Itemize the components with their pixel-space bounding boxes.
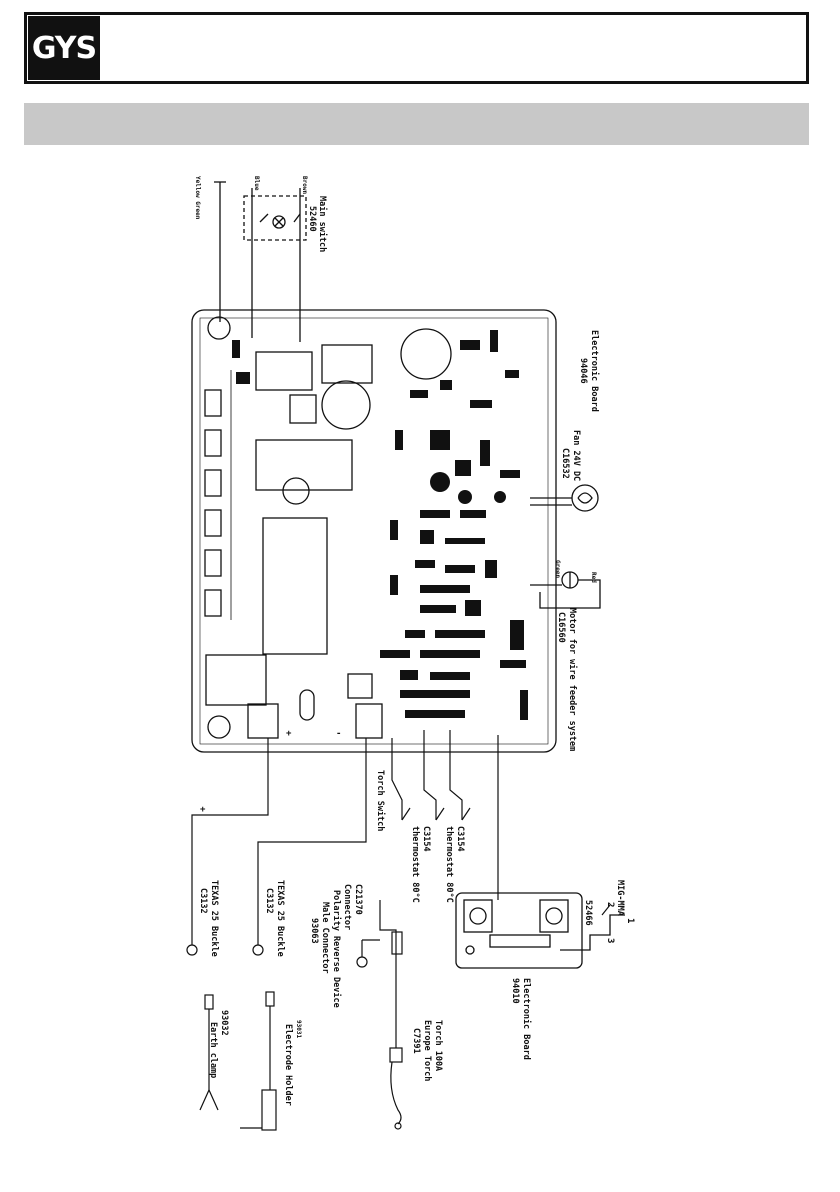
header-box	[24, 12, 809, 84]
fan-icon	[530, 484, 599, 512]
transformer	[262, 517, 328, 655]
label-fan: Fan 24V DC	[571, 430, 581, 481]
label-board2: Electronic Board	[521, 978, 532, 1060]
label-minus-board: -	[336, 729, 341, 739]
label-migmma-ref: 52466	[583, 900, 593, 926]
electrode-holder-icon	[240, 991, 277, 1131]
label-connector: Connector	[342, 884, 352, 930]
label-connector-ref: C21370	[353, 884, 363, 915]
label-thermo1-ref: C3154	[421, 826, 431, 852]
label-electronic-board-ref: 94046	[578, 358, 588, 384]
main-switch-lamp	[272, 215, 286, 229]
output-terminal	[247, 703, 279, 739]
label-polarity-2: Male Connector	[320, 902, 330, 974]
output-cables	[186, 730, 499, 1048]
label-motor-ref: C16560	[556, 612, 566, 643]
section-band	[24, 103, 809, 145]
label-motor: Motor for wire feeder system	[567, 608, 578, 751]
label-brown: Brown	[301, 176, 308, 194]
label-buckle2: TEXAS 25 Buckle	[275, 880, 285, 957]
label-electronic-board: Electronic Board	[589, 330, 600, 412]
component-block	[289, 394, 317, 424]
label-pin-1: 1	[625, 918, 635, 923]
component-block	[347, 673, 373, 699]
board-connector	[204, 589, 222, 617]
label-buckle1: TEXAS 25 Buckle	[209, 880, 219, 957]
board-94010	[455, 892, 625, 969]
capacitor	[400, 328, 452, 380]
label-thermo2-ref: C3154	[455, 826, 465, 852]
label-thermo1: thermostat 80°C	[410, 826, 420, 903]
label-torch-ref: C7391	[411, 1028, 421, 1054]
board-connector	[204, 549, 222, 577]
label-torch-2: Europe Torch	[422, 1020, 432, 1081]
main-board-inner	[199, 317, 549, 745]
label-motor-red: Red	[590, 572, 597, 583]
board-connector	[204, 469, 222, 497]
main-switch-box	[243, 195, 307, 241]
motor-icon	[530, 571, 601, 609]
gys-logo: GYS	[28, 16, 100, 80]
board-connector	[204, 389, 222, 417]
label-electrode-holder-ref: 93031	[295, 1020, 302, 1038]
output-terminal	[355, 703, 383, 739]
transformer	[255, 439, 353, 491]
label-torch-1: Torch 100A	[433, 1020, 443, 1071]
label-fan-ref: C16532	[560, 448, 570, 479]
component-block	[299, 689, 315, 721]
label-plus-cable: +	[200, 805, 206, 815]
board-components	[232, 330, 528, 720]
label-board2-ref: 94010	[510, 978, 520, 1004]
label-polarity-ref: 93063	[309, 918, 319, 944]
mount-hole	[207, 316, 231, 340]
main-board-outline	[191, 309, 557, 753]
label-pin-3: 3	[605, 938, 615, 943]
torch-icon	[389, 1047, 403, 1130]
label-blue: Blue	[253, 176, 260, 191]
board-connector	[204, 509, 222, 537]
label-yellow-green: Yellow Green	[194, 176, 201, 220]
mount-hole	[282, 477, 310, 505]
label-main-switch: Main switch	[317, 196, 328, 252]
label-motor-green: Green	[554, 560, 561, 578]
label-migmma: MIG-MMA	[615, 880, 625, 916]
component-block	[255, 351, 313, 391]
capacitor	[321, 380, 371, 430]
heatsink	[205, 654, 267, 706]
label-plus-board: +	[286, 729, 292, 739]
label-pin-2: 2	[605, 902, 615, 907]
board-connector	[204, 429, 222, 457]
label-earth-clamp-ref: 93032	[219, 1010, 229, 1036]
mount-hole	[207, 715, 231, 739]
label-main-switch-ref: 52460	[307, 206, 317, 232]
label-electrode-holder: Electrode Holder	[283, 1024, 293, 1106]
label-buckle2-ref: C3132	[264, 888, 274, 914]
label-thermo2: thermostat 80°C	[444, 826, 454, 903]
switch-icons	[401, 807, 611, 916]
earth-clamp-icon	[199, 994, 219, 1111]
component-block	[321, 344, 373, 384]
label-polarity-1: Polarity Reverse Device	[331, 890, 342, 1008]
label-earth-clamp: Earth clamp	[208, 1022, 218, 1078]
label-torch-switch: Torch Switch	[375, 770, 386, 831]
label-buckle1-ref: C3132	[198, 888, 208, 914]
